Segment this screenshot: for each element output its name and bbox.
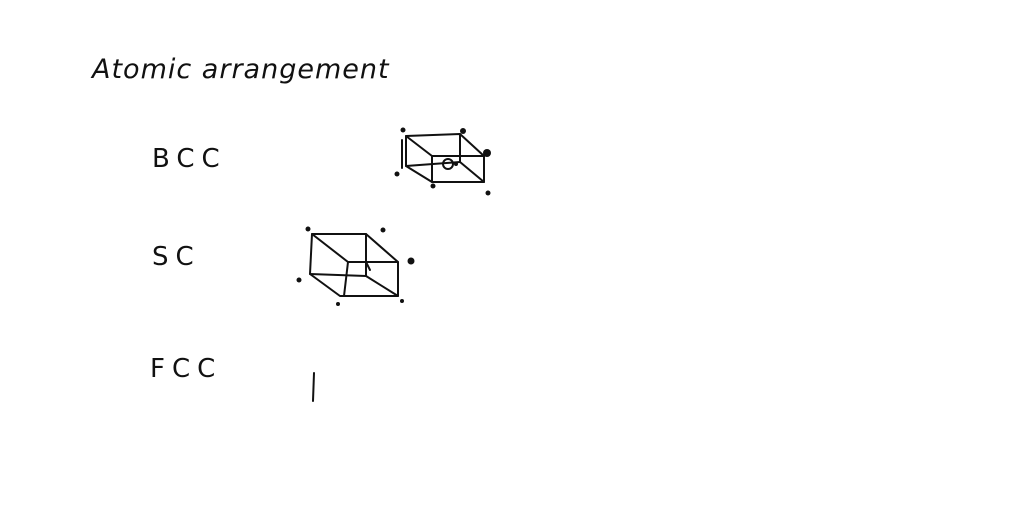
sc-cube-sketch: [296, 226, 415, 306]
sc-atom: [305, 226, 311, 232]
bcc-atom: [394, 171, 400, 177]
bcc-atom: [483, 149, 491, 157]
fcc-sketch-stroke: [312, 372, 315, 402]
sc-atom: [400, 299, 404, 303]
sc-atom: [296, 277, 302, 283]
bcc-atom: [454, 162, 458, 166]
structure-label-sc: SC: [152, 242, 201, 272]
sc-atom: [336, 302, 340, 306]
bcc-atom: [430, 183, 436, 189]
sc-atom: [380, 227, 386, 233]
bcc-atom: [400, 127, 406, 133]
bcc-cube-sketch: [394, 127, 491, 196]
page-title: Atomic arrangement: [92, 54, 390, 85]
structure-label-fcc: FCC: [150, 354, 223, 384]
structure-label-bcc: BCC: [152, 144, 227, 174]
sc-atom: [407, 257, 415, 265]
sc-cube-edges: [309, 233, 399, 297]
bcc-center-atom: [442, 158, 454, 170]
bcc-cube-edges: [401, 133, 485, 183]
bcc-atom: [460, 128, 466, 134]
bcc-atom: [485, 190, 491, 196]
